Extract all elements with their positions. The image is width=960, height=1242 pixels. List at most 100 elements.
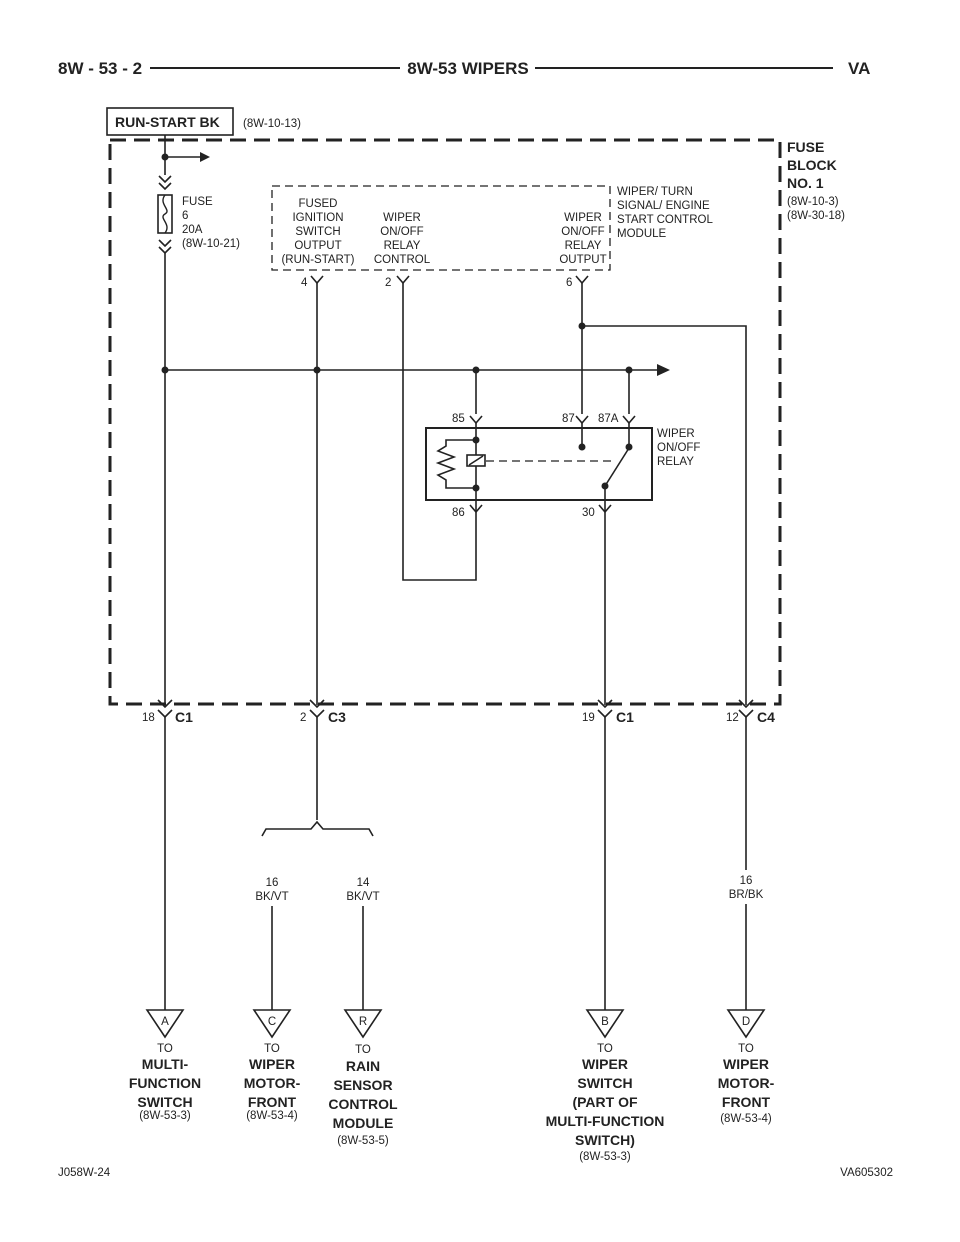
relay-pin-30-chevron bbox=[598, 504, 612, 514]
fuse-label-4: (8W-10-21) bbox=[182, 238, 240, 250]
module-name-1: WIPER/ TURN bbox=[617, 186, 693, 198]
pin2-line-1: WIPER bbox=[383, 212, 421, 224]
feed-branch-arrow bbox=[200, 152, 210, 162]
relay-pin-87a-chevron bbox=[622, 415, 636, 425]
dest-b-line-3: (PART OF bbox=[572, 1094, 638, 1110]
bus-dot-feed bbox=[161, 366, 169, 374]
dest-r-triangle bbox=[343, 1009, 383, 1039]
wire-label-color-3: BR/BK bbox=[729, 889, 764, 901]
contact-87-dot bbox=[578, 443, 586, 451]
connector-c1-19-name: C1 bbox=[616, 709, 634, 725]
contact-87a-dot bbox=[625, 443, 633, 451]
pin6-line-3: RELAY bbox=[565, 240, 602, 252]
module-name-2: SIGNAL/ ENGINE bbox=[617, 200, 710, 212]
connector-c3-2-chevron-2 bbox=[309, 709, 325, 719]
wire-label-gauge-2: 14 bbox=[357, 877, 370, 889]
header-left: 8W - 53 - 2 bbox=[58, 59, 142, 78]
dest-a-triangle bbox=[145, 1009, 185, 1039]
connector-c1-18-chevron-2 bbox=[157, 709, 173, 719]
dest-b-letter: B bbox=[601, 1016, 609, 1028]
dest-d-triangle bbox=[726, 1009, 766, 1039]
connector-c3-2-pin: 2 bbox=[300, 712, 306, 724]
dest-d-line-2: MOTOR- bbox=[718, 1075, 775, 1091]
module-name-4: MODULE bbox=[617, 228, 667, 240]
connector-c4-12-name: C4 bbox=[757, 709, 775, 725]
dest-d-letter: D bbox=[742, 1016, 750, 1028]
dest-r-ref: (8W-53-5) bbox=[337, 1135, 389, 1147]
c3-split-bracket bbox=[261, 820, 374, 837]
fuse-label-3: 20A bbox=[182, 224, 203, 236]
fuse-element-icon bbox=[162, 194, 168, 234]
connector-c3-2-name: C3 bbox=[328, 709, 346, 725]
connector-c1-18-pin: 18 bbox=[142, 712, 155, 724]
fuse-label-1: FUSE bbox=[182, 196, 213, 208]
module-pin-6: 6 bbox=[566, 277, 572, 289]
wire-pin6-to-c4 bbox=[582, 325, 747, 705]
wire-label-color-1: BK/VT bbox=[255, 891, 288, 903]
wire-pin2-control bbox=[402, 283, 477, 581]
relay-name-1: WIPER bbox=[657, 428, 695, 440]
relay-pin-30: 30 bbox=[582, 507, 595, 519]
module-name-3: START CONTROL bbox=[617, 214, 713, 226]
pin6-line-4: OUTPUT bbox=[559, 254, 606, 266]
dest-b-to: TO bbox=[597, 1043, 613, 1055]
relay-pin-85: 85 bbox=[452, 413, 465, 425]
dest-b-line-1: WIPER bbox=[582, 1056, 628, 1072]
dest-c-letter: C bbox=[268, 1016, 276, 1028]
dest-a-line-3: SWITCH bbox=[137, 1094, 192, 1110]
relay-body bbox=[425, 427, 653, 501]
pin4-line-3: SWITCH bbox=[295, 226, 340, 238]
run-start-ref: (8W-10-13) bbox=[243, 118, 301, 130]
fuse-block-title-2: BLOCK bbox=[787, 157, 837, 173]
connector-c1-18-chevron bbox=[157, 699, 173, 709]
fuse-bot-chevron-1 bbox=[158, 239, 172, 248]
bus-dot-pin4 bbox=[313, 366, 321, 374]
pin2-line-4: CONTROL bbox=[374, 254, 431, 266]
fuse-top-chevron-2 bbox=[158, 182, 172, 191]
connector-c1-19-chevron bbox=[597, 699, 613, 709]
connector-c4-12-pin: 12 bbox=[726, 712, 739, 724]
wire-label-color-2: BK/VT bbox=[346, 891, 379, 903]
dest-d-line-1: WIPER bbox=[723, 1056, 769, 1072]
run-start-box bbox=[106, 107, 234, 136]
run-start-label: RUN-START BK bbox=[115, 114, 220, 130]
connector-c4-12-chevron-2 bbox=[738, 709, 754, 719]
fuse-bot-chevron-2 bbox=[158, 246, 172, 255]
connector-c1-19-pin: 19 bbox=[582, 712, 595, 724]
coil-box-slash bbox=[468, 455, 484, 466]
dest-a-ref: (8W-53-3) bbox=[139, 1110, 191, 1122]
relay-pin-86-chevron bbox=[469, 504, 483, 514]
dest-c-to: TO bbox=[264, 1043, 280, 1055]
relay-pin-85-chevron bbox=[469, 415, 483, 425]
pin4-line-2: IGNITION bbox=[292, 212, 343, 224]
dest-d-line-3: FRONT bbox=[722, 1094, 771, 1110]
fuse-block-border bbox=[108, 138, 782, 706]
dest-b-ref: (8W-53-3) bbox=[579, 1151, 631, 1163]
module-border bbox=[271, 185, 611, 271]
pin6-line-2: ON/OFF bbox=[561, 226, 604, 238]
dest-c-triangle bbox=[252, 1009, 292, 1039]
relay-pin-86: 86 bbox=[452, 507, 465, 519]
module-pin-4-chevron bbox=[310, 275, 324, 285]
footer-right: VA605302 bbox=[840, 1167, 893, 1179]
relay-pin-87-chevron bbox=[575, 415, 589, 425]
coil-resistor-icon bbox=[435, 439, 476, 489]
connector-c3-2-chevron bbox=[309, 699, 325, 709]
pin4-line-4: OUTPUT bbox=[294, 240, 341, 252]
dest-a-line-1: MULTI- bbox=[142, 1056, 189, 1072]
relay-name-3: RELAY bbox=[657, 456, 694, 468]
fuse-block-title-3: NO. 1 bbox=[787, 175, 824, 191]
connector-c1-18-name: C1 bbox=[175, 709, 193, 725]
fuse-label-2: 6 bbox=[182, 210, 188, 222]
dest-d-ref: (8W-53-4) bbox=[720, 1113, 772, 1125]
fuse-block-ref-1: (8W-10-3) bbox=[787, 196, 839, 208]
dest-r-letter: R bbox=[359, 1016, 367, 1028]
connector-c4-12-chevron bbox=[738, 699, 754, 709]
pin4-line-1: FUSED bbox=[299, 198, 338, 210]
dest-b-triangle bbox=[585, 1009, 625, 1039]
module-pin-4: 4 bbox=[301, 277, 308, 289]
dest-r-line-3: CONTROL bbox=[328, 1096, 398, 1112]
pin2-line-2: ON/OFF bbox=[380, 226, 423, 238]
dest-r-to: TO bbox=[355, 1044, 371, 1056]
